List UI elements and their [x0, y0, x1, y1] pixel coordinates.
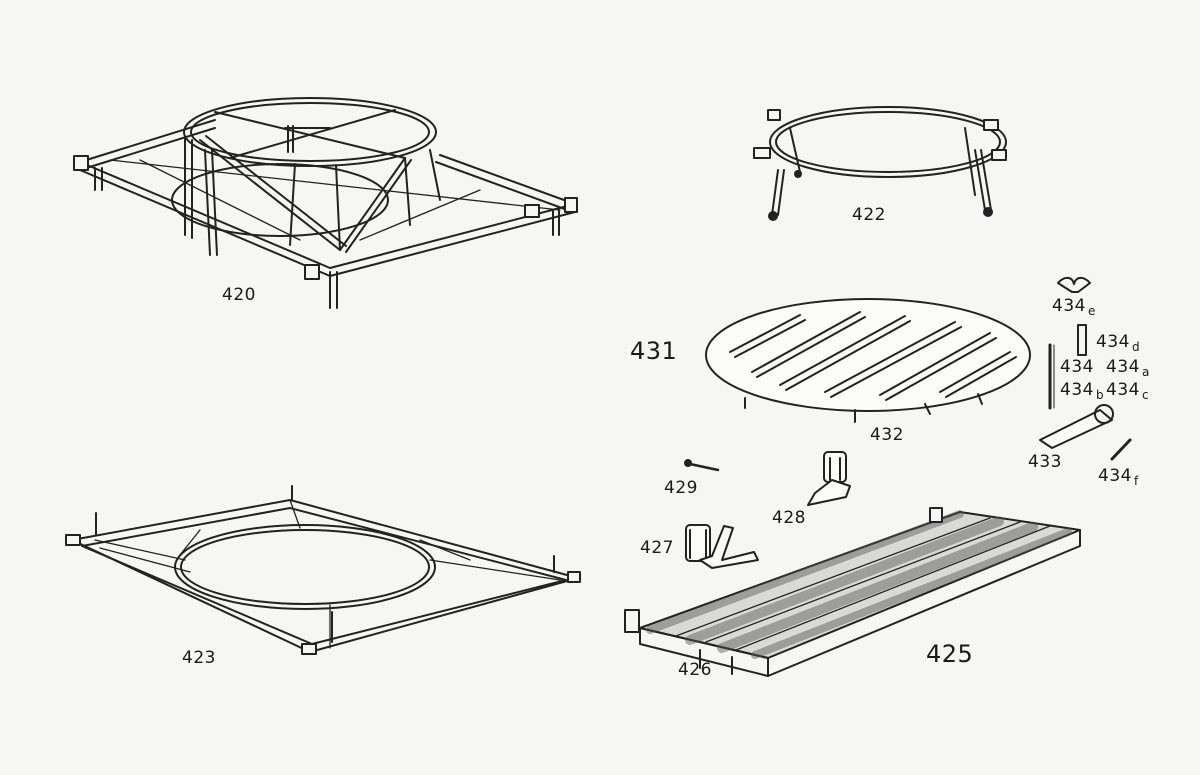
label-428: 428: [772, 508, 806, 528]
label-422: 422: [852, 205, 886, 225]
label-426: 426: [678, 660, 712, 680]
label-423: 423: [182, 648, 216, 668]
label-420: 420: [222, 285, 256, 305]
part-432-floor-plate: [705, 298, 1031, 423]
label-432: 432: [870, 425, 904, 445]
label-429: 429: [664, 478, 698, 498]
label-425: 425: [926, 640, 974, 668]
part-434-hardware: [1039, 276, 1132, 461]
part-422-ring: [753, 106, 1007, 221]
part-428-bracket: [807, 451, 851, 506]
label-427: 427: [640, 538, 674, 558]
part-420-frame: [73, 97, 578, 309]
part-429-bolt: [684, 459, 720, 472]
label-431: 431: [630, 337, 678, 365]
label-433: 433: [1028, 452, 1062, 472]
part-425-platform: [624, 507, 1081, 677]
part-427-bracket: [685, 524, 759, 569]
label-434-plain: 434: [1060, 357, 1094, 377]
part-423-frame: [65, 485, 581, 655]
